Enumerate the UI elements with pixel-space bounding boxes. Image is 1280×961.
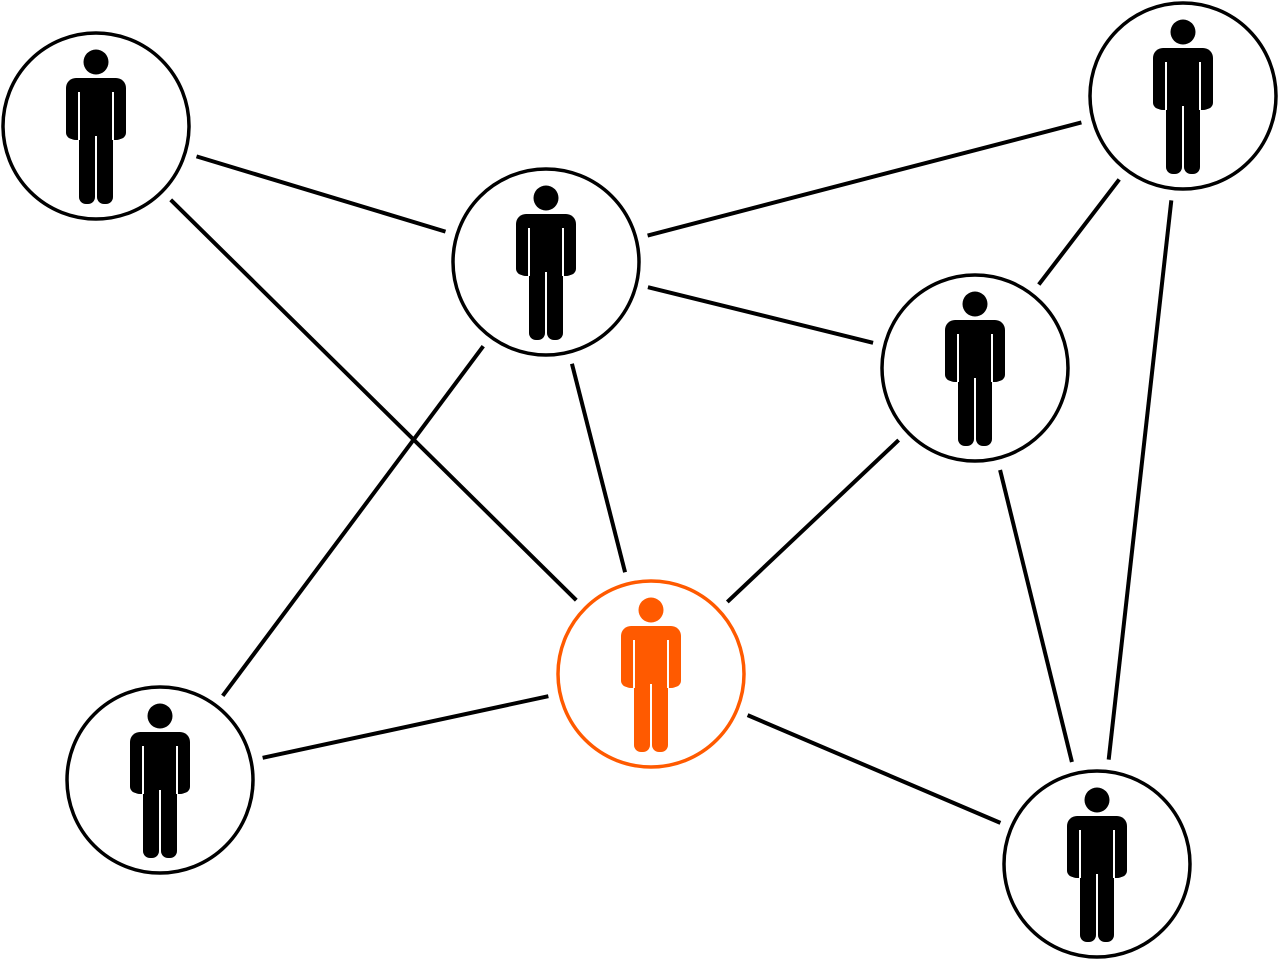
node-B — [451, 167, 641, 357]
person-icon — [1153, 19, 1213, 174]
person-icon — [130, 703, 190, 858]
edge-B-E — [569, 363, 628, 573]
edge-C-G — [1106, 200, 1174, 760]
edge-D-E — [725, 438, 901, 604]
edge-B-C — [647, 120, 1082, 238]
node-F — [65, 685, 255, 875]
edge-E-G — [746, 713, 1002, 825]
person-icon — [516, 185, 576, 340]
edge-B-F — [221, 344, 485, 698]
edge-E-F — [262, 694, 549, 760]
person-icon — [1067, 787, 1127, 942]
node-E-highlighted — [556, 579, 746, 769]
node-D — [880, 273, 1070, 463]
node-A — [1, 31, 191, 221]
edge-A-E — [169, 198, 578, 602]
person-icon — [621, 597, 681, 752]
person-icon — [945, 291, 1005, 446]
node-C — [1088, 1, 1278, 191]
edge-B-D — [647, 285, 874, 345]
edge-C-D — [1037, 178, 1121, 286]
edge-A-B — [195, 154, 447, 234]
node-G — [1002, 769, 1192, 959]
edge-D-G — [998, 469, 1074, 763]
person-icon — [66, 49, 126, 204]
